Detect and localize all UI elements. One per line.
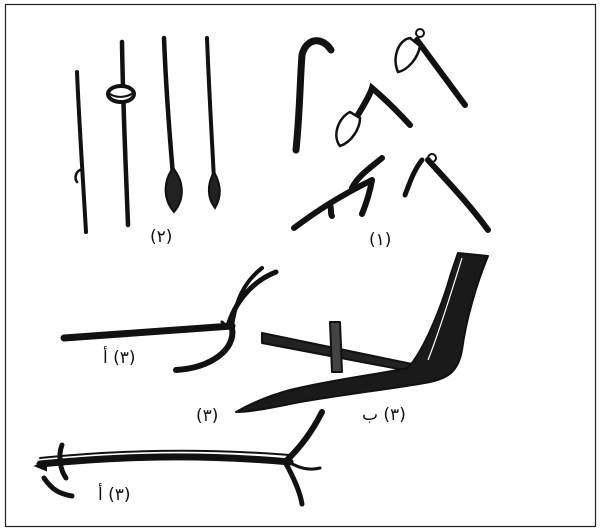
- label-group-3: (٣): [196, 408, 218, 425]
- stick-leaf-tip: [164, 38, 182, 212]
- label-group-1: (١): [369, 232, 391, 249]
- pointed-sticks-group: [76, 38, 220, 232]
- label-group-3a-lower: (٣) أ: [98, 487, 131, 504]
- hoe-with-blade-middle: [336, 88, 410, 146]
- stick-spear-tip: [207, 38, 220, 208]
- label-group-3b: (٣) ب: [362, 407, 406, 424]
- crook-stick: [296, 41, 331, 150]
- hoe-with-blade-top: [396, 29, 465, 105]
- plain-stick: [76, 72, 86, 232]
- pick-hook: [405, 154, 488, 230]
- beam-forked-ard: [64, 268, 276, 370]
- long-ard: [36, 412, 322, 504]
- label-group-2: (٢): [150, 229, 172, 246]
- label-group-3a-upper: (٣) أ: [103, 350, 136, 367]
- hooks-and-hoes-group: [294, 29, 488, 230]
- plough-body: [236, 253, 488, 412]
- stick-with-binding: [108, 42, 134, 225]
- forked-branch: [294, 158, 382, 228]
